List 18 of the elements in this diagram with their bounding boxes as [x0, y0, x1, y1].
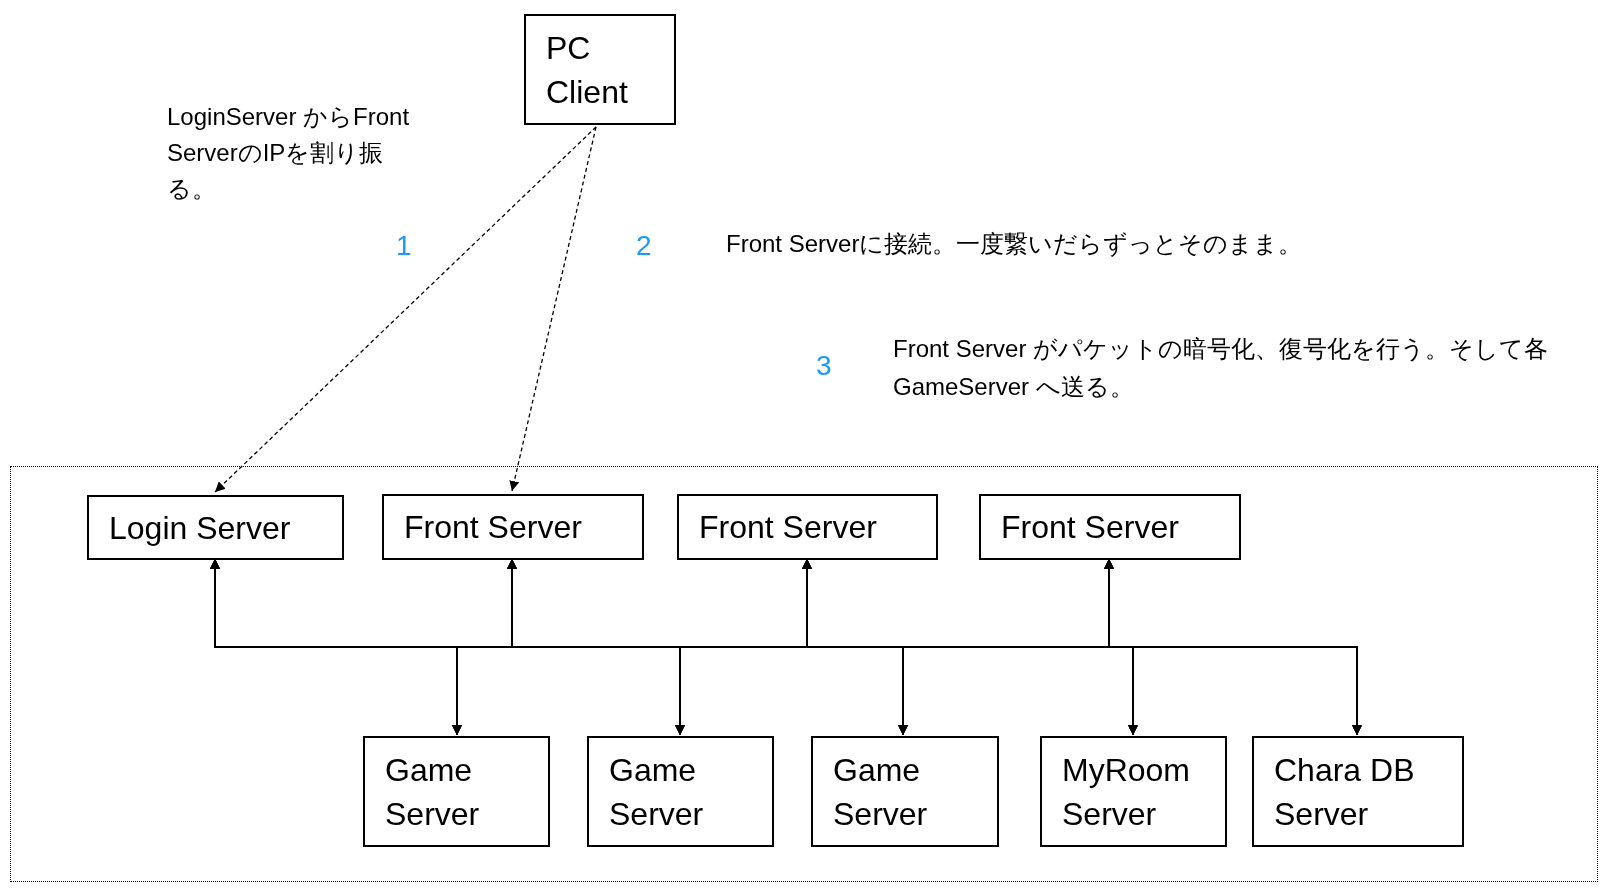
server-box: MyRoom Server [1040, 736, 1227, 847]
server-box: Front Server [979, 494, 1241, 560]
dotted-boundary [10, 466, 1598, 882]
annotation-text: Front Serverに接続。一度繋いだらずっとそのまま。 [726, 229, 1304, 259]
dashed-arrow [214, 126, 597, 493]
server-box: PC Client [524, 14, 676, 125]
server-box: Front Server [677, 494, 938, 560]
annotation-text: LoginServer からFront ServerのIPを割り振る。 [167, 102, 411, 204]
step-number: 3 [816, 349, 833, 383]
server-box: Game Server [587, 736, 774, 847]
server-box: Chara DB Server [1252, 736, 1464, 847]
server-box: Front Server [382, 494, 644, 560]
annotation-text: Front Server がパケットの暗号化、復号化を行う。そして各GameServer へ送る。 [893, 334, 1550, 402]
server-box: Login Server [87, 495, 344, 560]
connector-arrow [1104, 558, 1362, 736]
server-box: Game Server [811, 736, 999, 847]
server-box: Game Server [363, 736, 550, 847]
dashed-arrow [509, 126, 597, 492]
